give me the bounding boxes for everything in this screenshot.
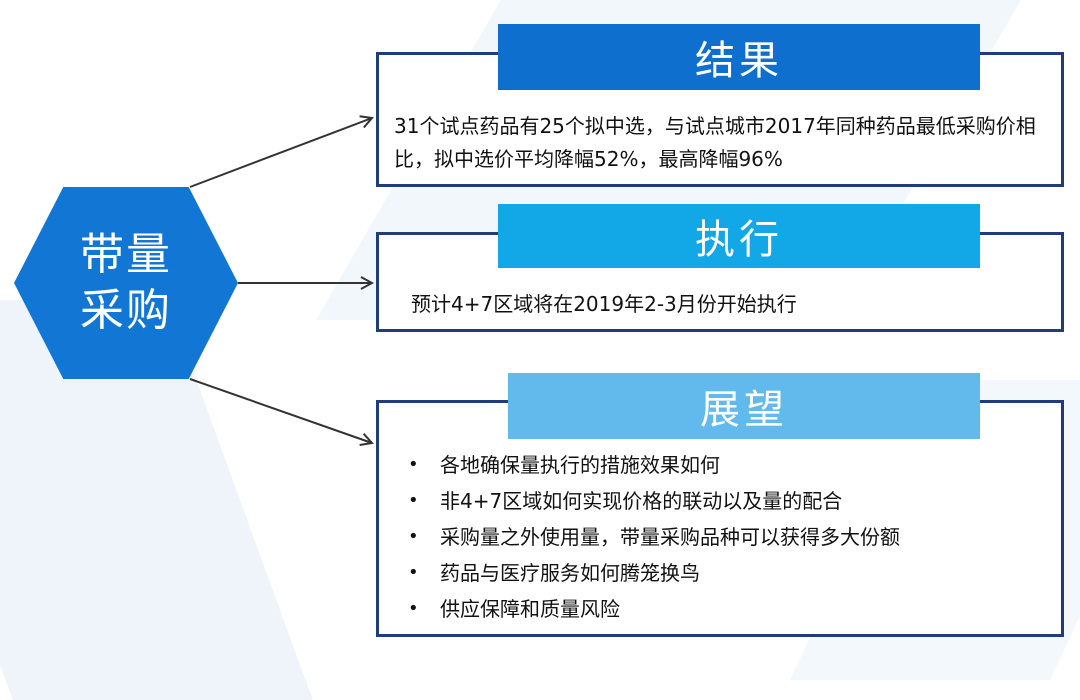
outlook-item: 非4+7区域如何实现价格的联动以及量的配合 <box>398 483 1048 519</box>
execution-text: 预计4+7区域将在2019年2-3月份开始执行 <box>411 292 797 316</box>
outlook-list: 各地确保量执行的措施效果如何 非4+7区域如何实现价格的联动以及量的配合 采购量… <box>398 447 1048 627</box>
result-header: 结果 <box>498 24 980 90</box>
center-hexagon: 带量采购 <box>14 187 238 379</box>
outlook-header: 展望 <box>508 373 980 439</box>
outlook-item: 药品与医疗服务如何腾笼换鸟 <box>398 555 1048 591</box>
outlook-item: 供应保障和质量风险 <box>398 591 1048 627</box>
result-text: 31个试点药品有25个拟中选，与试点城市2017年同种药品最低采购价相比，拟中选… <box>394 114 1036 171</box>
outlook-item: 采购量之外使用量，带量采购品种可以获得多大份额 <box>398 519 1048 555</box>
arrow-to-outlook <box>189 378 372 443</box>
connector-arrows <box>189 0 1080 653</box>
center-label: 带量采购 <box>80 229 172 336</box>
outlook-item: 各地确保量执行的措施效果如何 <box>398 447 1048 483</box>
execution-header: 执行 <box>498 204 980 268</box>
arrow-to-result <box>189 118 372 188</box>
